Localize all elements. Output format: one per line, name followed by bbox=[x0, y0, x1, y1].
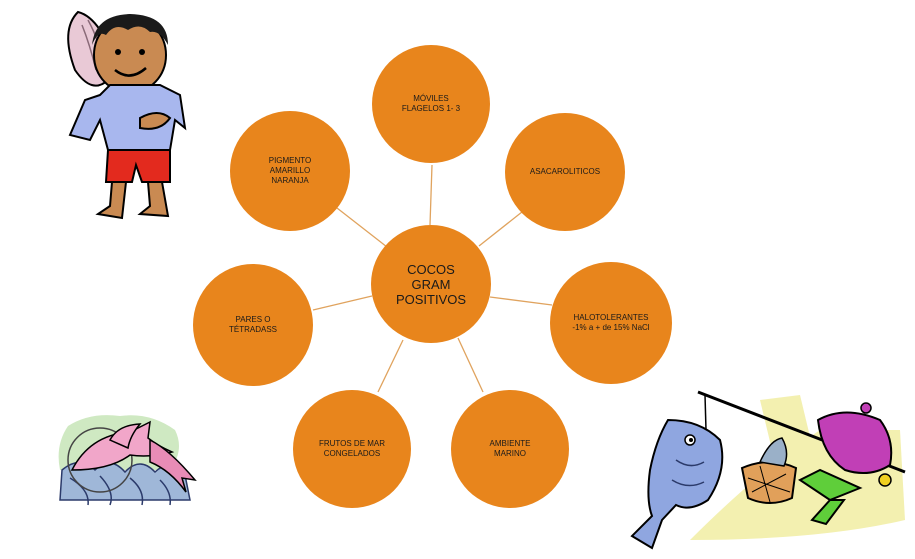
node-label: AMBIENTE MARINO bbox=[489, 439, 531, 458]
node-pigmento: PIGMENTO AMARILLO NARANJA bbox=[230, 111, 350, 231]
node-center-cocos-gram-positivos: COCOS GRAM POSITIVOS bbox=[371, 225, 491, 343]
node-moviles: MÓVILES FLAGELOS 1- 3 bbox=[372, 45, 490, 163]
node-label: PARES O TÉTRADASS bbox=[228, 315, 277, 334]
boy-with-seashell-clipart bbox=[67, 10, 187, 220]
connector bbox=[336, 207, 388, 248]
dolphins-clipart bbox=[58, 415, 197, 506]
fisherman-with-fish-clipart bbox=[630, 390, 906, 550]
connector bbox=[429, 164, 433, 226]
connector bbox=[312, 295, 373, 311]
center-label: COCOS GRAM POSITIVOS bbox=[395, 261, 467, 307]
node-label: ASACAROLITICOS bbox=[529, 167, 601, 176]
node-label: MÓVILES FLAGELOS 1- 3 bbox=[401, 94, 461, 113]
connector bbox=[457, 337, 484, 393]
connector bbox=[478, 207, 528, 247]
node-frutos-de-mar: FRUTOS DE MAR CONGELADOS bbox=[293, 390, 411, 508]
node-label: PIGMENTO AMARILLO NARANJA bbox=[268, 156, 312, 185]
node-label: FRUTOS DE MAR CONGELADOS bbox=[318, 439, 386, 458]
node-label: HALOTOLERANTES -1% a + de 15% NaCl bbox=[572, 313, 650, 332]
node-halotolerantes: HALOTOLERANTES -1% a + de 15% NaCl bbox=[550, 262, 672, 384]
connector bbox=[377, 339, 404, 393]
node-pares-tetradas: PARES O TÉTRADASS bbox=[193, 264, 313, 386]
node-ambiente-marino: AMBIENTE MARINO bbox=[451, 390, 569, 508]
connector bbox=[489, 296, 553, 306]
node-asacaroliticos: ASACAROLITICOS bbox=[505, 113, 625, 231]
